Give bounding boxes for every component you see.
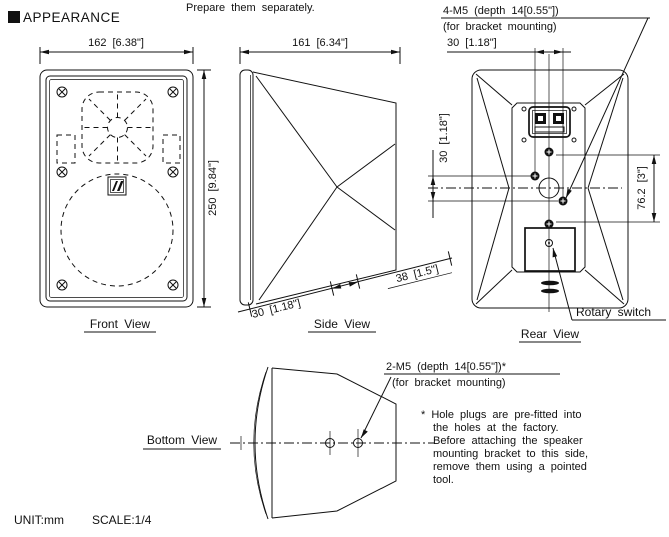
rear-dim-left-label: 30 [1.18"]	[438, 113, 450, 163]
brand-logo	[107, 176, 127, 196]
rear-view-caption: Rear View	[519, 327, 581, 343]
top-note: Prepare them separately.	[186, 2, 315, 14]
side-dim-width-label: 161 [6.34"]	[292, 37, 348, 49]
svg-text:Before attaching the speaker: Before attaching the speaker	[433, 435, 583, 447]
rear-screw-note: 4-M5 (depth 14[0.55"]) (for bracket moun…	[441, 5, 650, 199]
rear-mount-screws	[530, 147, 568, 229]
side-view-caption: Side View	[308, 317, 376, 333]
front-view-drawing	[39, 69, 194, 308]
bottom-view-caption: Bottom View	[143, 433, 221, 450]
svg-text:Side View: Side View	[314, 317, 370, 331]
front-dim-width: 162 [6.38"]	[39, 37, 194, 64]
speaker-terminal	[521, 106, 577, 143]
bottom-screw-note: 2-M5 (depth 14[0.55"])* (for bracket mou…	[360, 361, 560, 439]
svg-text:4-M5 (depth 14[0.55"]): 4-M5 (depth 14[0.55"])	[443, 5, 559, 17]
svg-text:* Hole plugs are pre-fitted in: * Hole plugs are pre-fitted into	[421, 409, 582, 421]
svg-text:tool.: tool.	[433, 474, 454, 486]
svg-text:remove them using a pointed: remove them using a pointed	[433, 461, 587, 473]
svg-text:(for bracket mounting): (for bracket mounting)	[443, 21, 557, 33]
rear-dim-right: 76.2 [3"]	[556, 154, 660, 223]
vent-slot	[541, 288, 559, 294]
front-dim-height-label: 250 [9.84"]	[207, 160, 219, 216]
svg-text:(for bracket mounting): (for bracket mounting)	[392, 377, 506, 389]
label-plate	[524, 227, 576, 272]
bottom-bracket-holes	[325, 429, 363, 457]
svg-text:2-M5 (depth 14[0.55"])*: 2-M5 (depth 14[0.55"])*	[386, 361, 507, 373]
hole-plug-footnote: * Hole plugs are pre-fitted into the hol…	[421, 409, 588, 486]
right-port-outline	[162, 134, 181, 164]
svg-text:the holes at the factory.: the holes at the factory.	[433, 422, 559, 434]
rotary-switch-callout: Rotary switch	[552, 247, 666, 321]
rear-dim-top: 30 [1.18"]	[447, 37, 571, 197]
side-dim-width: 161 [6.34"]	[239, 37, 401, 64]
rotary-switch	[545, 239, 553, 247]
section-marker-icon	[8, 11, 20, 23]
vent-slot	[541, 280, 559, 286]
tweeter-outline	[81, 91, 154, 164]
rear-dim-top-label: 30 [1.18"]	[447, 37, 497, 49]
rear-center-hole	[538, 177, 560, 199]
rear-dim-left: 30 [1.18"]	[428, 113, 558, 218]
side-dim-bottom-front-label: 30 [1.18"]	[251, 297, 302, 321]
front-screws	[56, 86, 179, 291]
svg-text:Front View: Front View	[90, 317, 150, 331]
woofer-outline	[60, 173, 174, 287]
side-view-drawing	[239, 69, 397, 306]
front-dim-width-label: 162 [6.38"]	[88, 37, 144, 49]
rear-panel-outline	[511, 102, 586, 273]
rear-view-drawing	[428, 54, 629, 312]
left-port-outline	[56, 134, 76, 164]
svg-text:Rotary switch: Rotary switch	[576, 305, 651, 319]
front-dim-height: 250 [9.84"]	[197, 69, 219, 308]
side-dim-bottom: 30 [1.18"] 38 [1.5"]	[237, 251, 453, 321]
section-title: APPEARANCE	[23, 10, 120, 25]
front-view-caption: Front View	[84, 317, 156, 333]
scale-note: SCALE:1/4	[92, 513, 152, 527]
svg-text:mounting bracket to this side,: mounting bracket to this side,	[433, 448, 588, 460]
rear-dim-right-label: 76.2 [3"]	[636, 166, 648, 210]
svg-text:Bottom View: Bottom View	[147, 433, 217, 447]
unit-note: UNIT:mm	[14, 513, 64, 527]
svg-text:Rear View: Rear View	[521, 327, 579, 341]
bottom-view-drawing	[230, 366, 434, 520]
